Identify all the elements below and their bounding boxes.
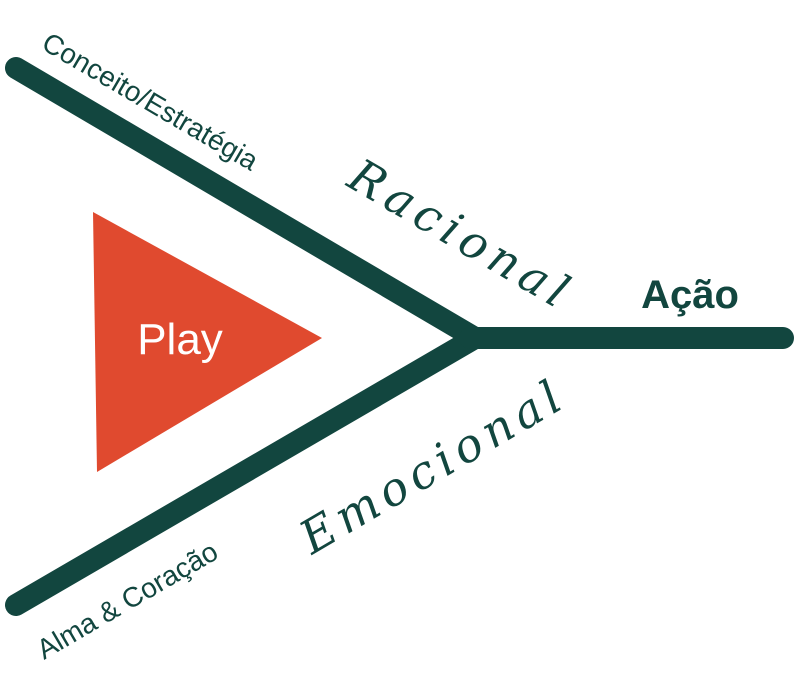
upper-script-label: Racional (339, 147, 584, 321)
upper-branch-line (5, 57, 486, 349)
play-triangle (93, 212, 322, 472)
lower-script-label: Emocional (289, 367, 575, 565)
output-label: Ação (641, 273, 739, 317)
play-label: Play (137, 315, 223, 364)
lower-branch-line (5, 327, 486, 616)
lower-branch-label: Alma & Coração (31, 536, 223, 666)
